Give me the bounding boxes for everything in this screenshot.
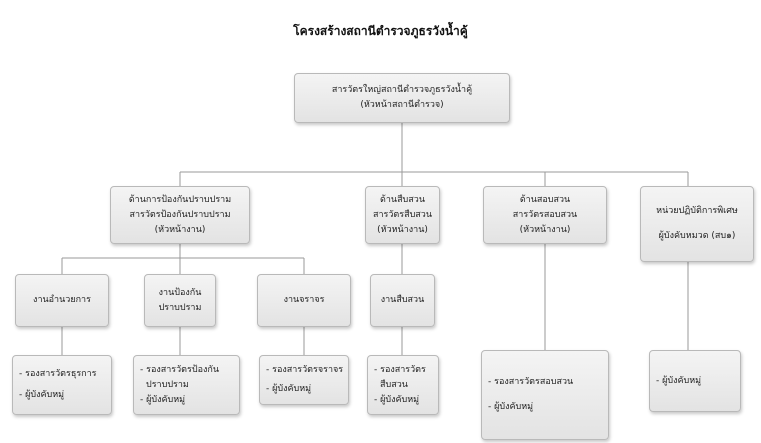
division-prevention-box: ด้านการป้องกันปราบปราม สารวัตรป้องกันปรา… [110, 186, 250, 244]
staff-traffic-deputy: - รองสารวัตรจราจร [266, 365, 344, 375]
unit-traffic-box: งานจราจร [257, 274, 351, 327]
staff-inquiry-squad: - ผู้บังคับหมู่ [488, 402, 534, 412]
division-inquiry-box: ด้านสอบสวน สารวัตรสอบสวน (หัวหน้างาน) [483, 186, 607, 244]
division-prevention-role: (หัวหน้างาน) [154, 224, 206, 235]
staff-inquiry-deputy: - รองสารวัตรสอบสวน [488, 377, 574, 387]
division-investigation-head: สารวัตรสืบสวน [372, 209, 433, 220]
division-special-name: หน่วยปฏิบัติการพิเศษ [656, 206, 738, 216]
unit-traffic-name: งานจราจร [283, 295, 325, 305]
chief-title: สารวัตรใหญ่สถานีตำรวจภูธรวังน้ำคู้ [331, 85, 473, 95]
staff-traffic-box: - รองสารวัตรจราจร - ผู้บังคับหมู่ [259, 355, 349, 405]
staff-prevent-squad: - ผู้บังคับหมู่ [140, 394, 186, 405]
unit-admin-box: งานอำนวยการ [15, 274, 109, 327]
unit-investigate-name: งานสืบสวน [380, 295, 425, 305]
division-inquiry-head: สารวัตรสอบสวน [512, 209, 578, 220]
staff-admin-squad: - ผู้บังคับหมู่ [19, 390, 65, 400]
staff-investigate-deputy-2: สืบสวน [380, 379, 408, 390]
staff-investigate-squad: - ผู้บังคับหมู่ [374, 394, 420, 405]
division-special-box: หน่วยปฏิบัติการพิเศษ ผู้บังคับหมวด (สบ๑) [640, 186, 754, 262]
unit-admin-name: งานอำนวยการ [33, 295, 91, 305]
staff-prevent-deputy: - รองสารวัตรป้องกัน [140, 364, 219, 375]
staff-traffic-squad: - ผู้บังคับหมู่ [266, 384, 312, 394]
staff-admin-box: - รองสารวัตรธุรการ - ผู้บังคับหมู่ [12, 355, 112, 415]
staff-investigate-box: - รองสารวัตร สืบสวน - ผู้บังคับหมู่ [367, 355, 439, 415]
unit-prevent-name: งานป้องกัน [158, 287, 202, 298]
division-inquiry-name: ด้านสอบสวน [519, 194, 571, 205]
staff-admin-deputy: - รองสารวัตรธุรการ [19, 369, 97, 379]
chief-box: สารวัตรใหญ่สถานีตำรวจภูธรวังน้ำคู้ (หัวห… [294, 73, 510, 123]
unit-prevent-name-2: ปราบปราม [158, 302, 202, 313]
staff-special-squad: - ผู้บังคับหมู่ [656, 375, 702, 386]
unit-prevent-box: งานป้องกัน ปราบปราม [144, 274, 216, 327]
staff-special-box: - ผู้บังคับหมู่ [649, 350, 741, 412]
chart-title: โครงสร้างสถานีตำรวจภูธรวังน้ำคู้ [293, 24, 468, 38]
division-prevention-name: ด้านการป้องกันปราบปราม [128, 194, 232, 205]
chief-role: (หัวหน้าสถานีตำรวจ) [360, 100, 444, 110]
division-investigation-box: ด้านสืบสวน สารวัตรสืบสวน (หัวหน้างาน) [365, 186, 440, 244]
unit-investigate-box: งานสืบสวน [370, 274, 435, 327]
staff-investigate-deputy: - รองสารวัตร [374, 364, 426, 375]
division-inquiry-role: (หัวหน้างาน) [519, 224, 571, 235]
staff-prevent-deputy-2: ปราบปราม [146, 379, 189, 390]
staff-prevent-box: - รองสารวัตรป้องกัน ปราบปราม - ผู้บังคับ… [133, 355, 240, 415]
division-special-head: ผู้บังคับหมวด (สบ๑) [658, 231, 736, 241]
division-prevention-head: สารวัตรป้องกันปราบปราม [129, 209, 231, 220]
division-investigation-name: ด้านสืบสวน [380, 194, 425, 205]
staff-inquiry-box: - รองสารวัตรสอบสวน - ผู้บังคับหมู่ [481, 350, 609, 440]
division-investigation-role: (หัวหน้างาน) [377, 224, 428, 235]
